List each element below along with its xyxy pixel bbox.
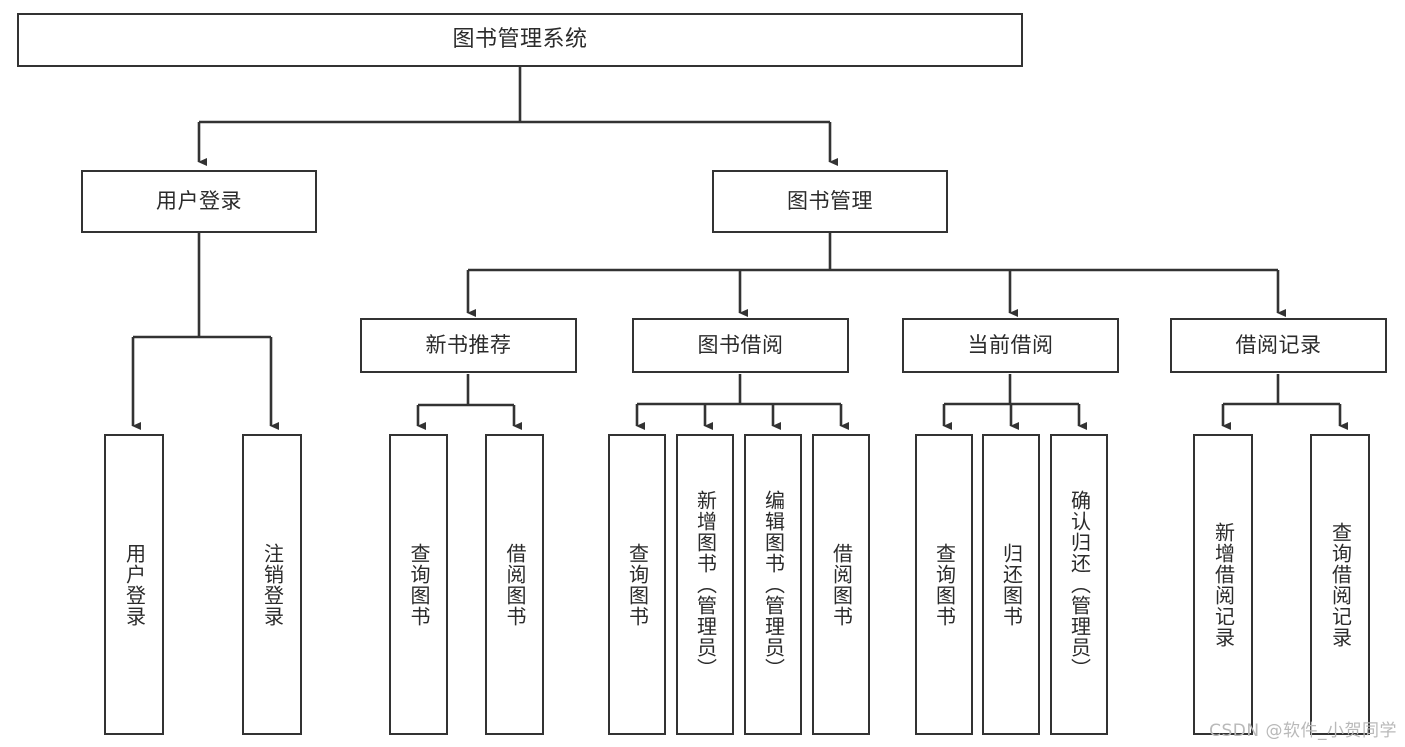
node-label: 查询图书 <box>407 542 431 627</box>
node-label: 新书推荐 <box>425 332 512 357</box>
node-label: 图书管理系统 <box>452 26 588 52</box>
node-label: 新增图书（管理员） <box>693 490 718 679</box>
node-label: 图书借阅 <box>697 332 784 357</box>
watermark-text: CSDN @软件_小贺同学 <box>1209 721 1397 741</box>
leaf-book-borrow-query-book[interactable]: 查询图书 <box>608 434 666 735</box>
leaf-book-borrow-edit-book-admin[interactable]: 编辑图书（管理员） <box>744 434 802 735</box>
node-label: 查询借阅记录 <box>1328 521 1353 648</box>
node-current-borrow[interactable]: 当前借阅 <box>902 318 1119 373</box>
node-user-login[interactable]: 用户登录 <box>81 170 317 233</box>
node-book-borrow[interactable]: 图书借阅 <box>632 318 849 373</box>
node-book-management[interactable]: 图书管理 <box>712 170 948 233</box>
leaf-user-login-logout[interactable]: 注销登录 <box>242 434 302 735</box>
leaf-current-borrow-confirm-return-admin[interactable]: 确认归还（管理员） <box>1050 434 1108 735</box>
node-label: 当前借阅 <box>967 332 1054 357</box>
node-label: 借阅记录 <box>1235 332 1322 357</box>
leaf-book-borrow-borrow-book[interactable]: 借阅图书 <box>812 434 870 735</box>
leaf-new-book-borrow-book[interactable]: 借阅图书 <box>485 434 544 735</box>
node-label: 借阅图书 <box>503 542 527 627</box>
leaf-book-borrow-add-book-admin[interactable]: 新增图书（管理员） <box>676 434 734 735</box>
leaf-user-login-login[interactable]: 用户登录 <box>104 434 164 735</box>
node-label: 借阅图书 <box>829 542 854 627</box>
node-root-book-management-system[interactable]: 图书管理系统 <box>17 13 1023 67</box>
node-label: 确认归还（管理员） <box>1067 490 1092 679</box>
node-label: 新增借阅记录 <box>1211 521 1236 648</box>
node-label: 用户登录 <box>122 542 147 627</box>
node-borrow-record[interactable]: 借阅记录 <box>1170 318 1387 373</box>
leaf-borrow-record-query-record[interactable]: 查询借阅记录 <box>1310 434 1370 735</box>
node-label: 查询图书 <box>625 542 650 627</box>
node-label: 归还图书 <box>999 542 1024 627</box>
leaf-new-book-query-book[interactable]: 查询图书 <box>389 434 448 735</box>
leaf-current-borrow-query-book[interactable]: 查询图书 <box>915 434 973 735</box>
node-label: 编辑图书（管理员） <box>761 490 786 679</box>
node-new-book-recommend[interactable]: 新书推荐 <box>360 318 577 373</box>
node-label: 注销登录 <box>260 542 285 627</box>
node-label: 查询图书 <box>932 542 957 627</box>
leaf-borrow-record-add-record[interactable]: 新增借阅记录 <box>1193 434 1253 735</box>
node-label: 用户登录 <box>156 188 242 213</box>
node-label: 图书管理 <box>787 188 873 213</box>
leaf-current-borrow-return-book[interactable]: 归还图书 <box>982 434 1040 735</box>
